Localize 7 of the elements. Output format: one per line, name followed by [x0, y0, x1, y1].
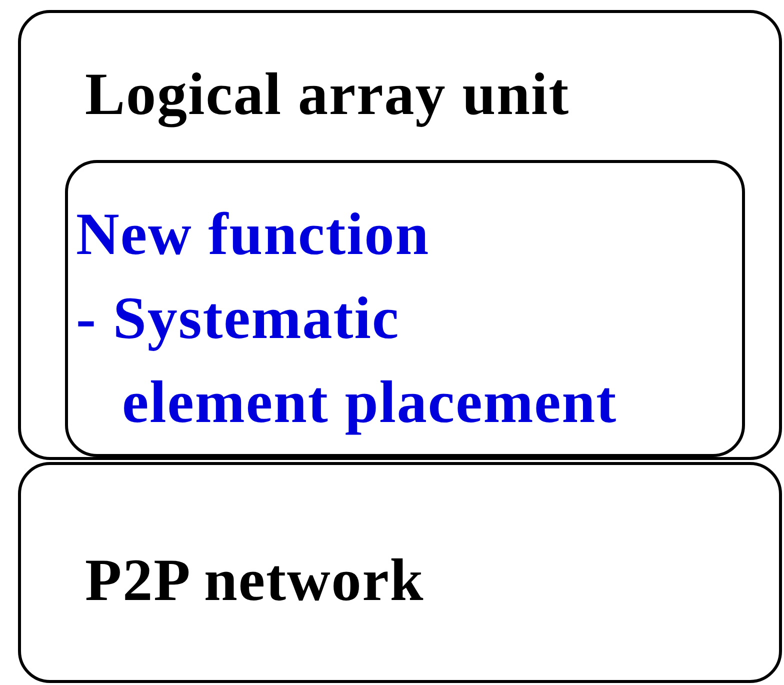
rounded-box [18, 10, 782, 460]
box-label: P2P network [85, 546, 424, 615]
rounded-box [18, 462, 782, 683]
box-label: Logical array unit [85, 60, 570, 130]
box-label: New function [76, 200, 430, 269]
rounded-box [65, 160, 745, 457]
box-label: - Systematic element placement [76, 284, 618, 437]
